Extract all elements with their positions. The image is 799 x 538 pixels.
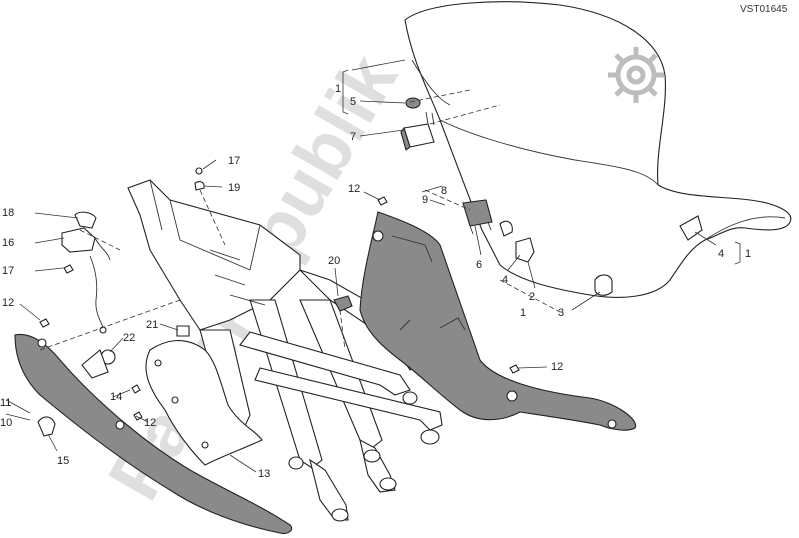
- callout-6: 6: [476, 259, 482, 271]
- callout-9: 9: [422, 194, 428, 206]
- seat-part: [404, 1, 792, 298]
- callout-22: 22: [123, 332, 135, 344]
- callout-1-right: 1: [745, 248, 751, 260]
- lower-side-cover-part: [14, 333, 293, 534]
- callout-17-top: 17: [228, 155, 240, 167]
- callout-7: 7: [350, 131, 356, 143]
- bracket-part: [61, 211, 111, 334]
- rear-subframe-part: [127, 179, 443, 522]
- callout-16: 16: [2, 237, 14, 249]
- callout-4-mid: 4: [502, 274, 508, 286]
- gear-icon: [608, 47, 664, 103]
- seat-pad-part: [679, 215, 703, 241]
- callout-12-left: 12: [2, 297, 14, 309]
- callout-1-seat: 1: [335, 83, 341, 95]
- small-hardware-part: [37, 167, 520, 437]
- seat-lock-part: [400, 111, 435, 151]
- assembly-line: [199, 189, 226, 246]
- callout-15: 15: [57, 455, 69, 467]
- callout-13: 13: [258, 468, 270, 480]
- callout-12-top: 12: [348, 183, 360, 195]
- assembly-line: [499, 279, 561, 313]
- bracket-hook-part: [515, 237, 535, 263]
- callout-2: 2: [529, 291, 535, 303]
- seat-grommet-part: [405, 97, 421, 109]
- latch-part: [462, 199, 493, 235]
- clip-part: [499, 220, 513, 237]
- side-panel-part: [359, 211, 637, 431]
- callout-11: 11: [0, 397, 11, 409]
- inner-cover-part: [145, 340, 263, 466]
- callout-1-mid: 1: [520, 307, 526, 319]
- assembly-line: [429, 104, 501, 125]
- callout-3: 3: [558, 307, 564, 319]
- callout-5: 5: [350, 96, 356, 108]
- callout-18: 18: [2, 207, 14, 219]
- assembly-line: [424, 189, 471, 211]
- callout-4-right: 4: [718, 248, 724, 260]
- callout-10: 10: [0, 417, 12, 429]
- assembly-line: [339, 309, 346, 351]
- callout-12-right: 12: [551, 361, 563, 373]
- callout-12-bottom: 12: [144, 417, 156, 429]
- callout-20: 20: [328, 255, 340, 267]
- callout-21: 21: [146, 319, 158, 331]
- callout-19: 19: [228, 182, 240, 194]
- assembly-line: [39, 299, 181, 351]
- callout-14: 14: [110, 391, 122, 403]
- rubber-pad-part: [594, 274, 613, 296]
- callout-8: 8: [441, 185, 447, 197]
- diagram-code: VST01645: [740, 4, 788, 15]
- callout-17-left: 17: [2, 265, 14, 277]
- assembly-line: [409, 89, 471, 103]
- leader-lines: [5, 59, 741, 473]
